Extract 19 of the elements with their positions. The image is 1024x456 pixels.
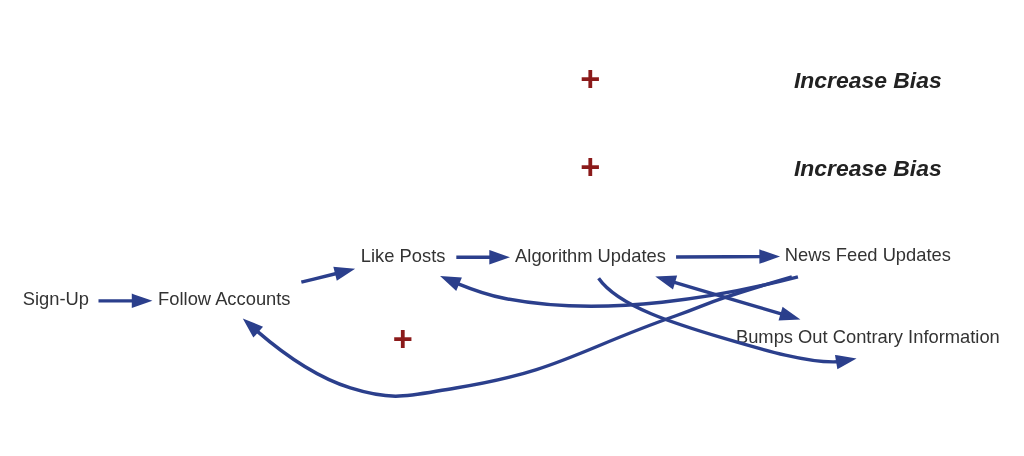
node-text: Follow Accounts	[158, 288, 291, 310]
arrow	[98, 293, 153, 309]
arrow	[597, 277, 857, 370]
node-text: Algorithm Updates	[515, 244, 666, 266]
label: +	[580, 59, 601, 98]
arrow	[440, 275, 799, 308]
arrow	[242, 275, 793, 398]
arrow	[676, 249, 781, 264]
label: +	[392, 319, 413, 358]
node-text: Bumps Out Contrary Information	[735, 326, 1000, 348]
node-text: News Feed Updates	[784, 243, 951, 265]
label: +	[580, 147, 601, 186]
label: Increase Bias	[793, 66, 942, 93]
node-text: Like Posts	[360, 244, 446, 266]
label: Increase Bias	[793, 154, 942, 181]
node-text: Sign-Up	[22, 288, 89, 310]
arrow	[300, 266, 356, 284]
arrow	[655, 275, 801, 321]
arrow	[456, 250, 510, 265]
